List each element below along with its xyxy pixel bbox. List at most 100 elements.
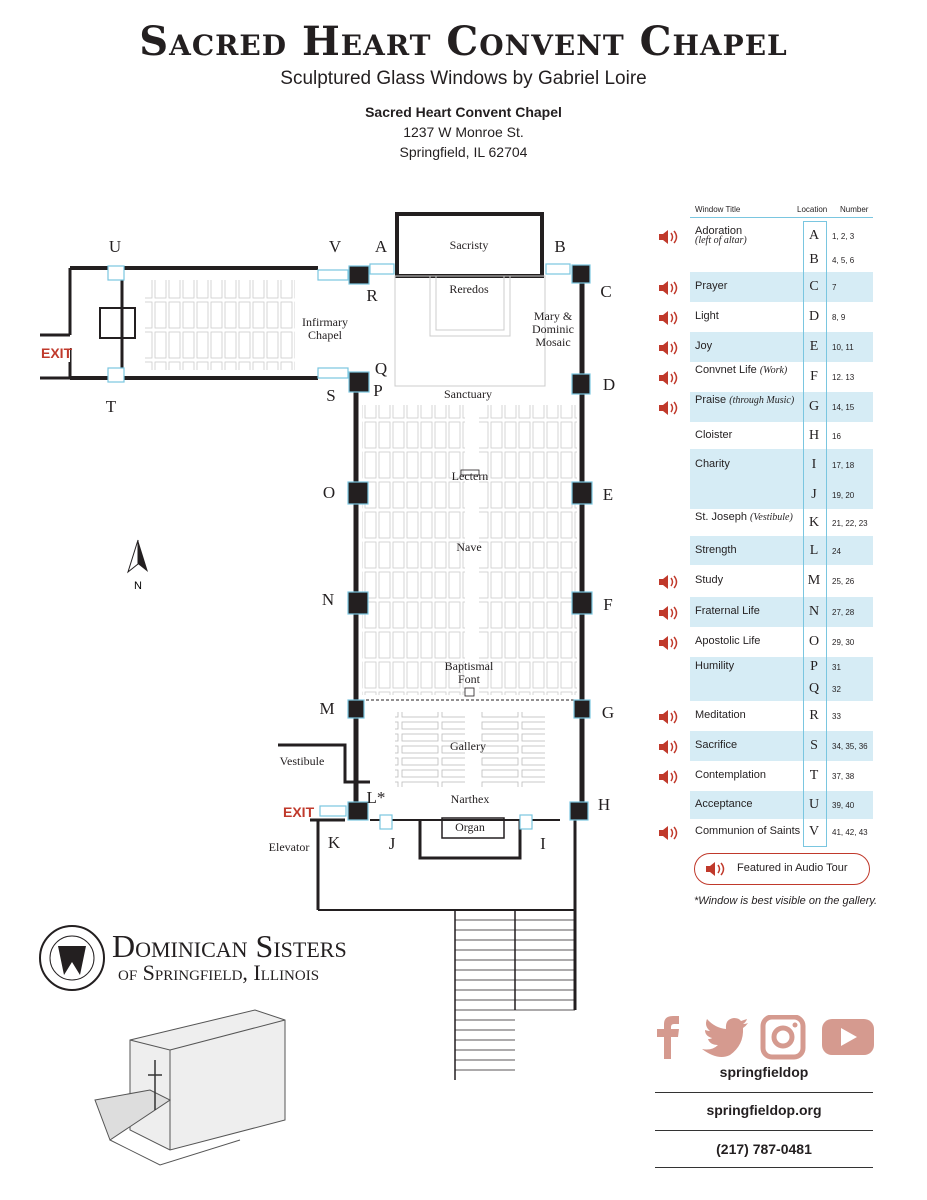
- window-location: R: [809, 708, 819, 723]
- window-number: 37, 38: [832, 772, 855, 781]
- exit-sign-south: EXIT: [283, 804, 315, 820]
- dominican-seal-icon: [39, 925, 105, 991]
- address-street: 1237 W Monroe St.: [403, 124, 524, 140]
- speaker-icon[interactable]: [658, 739, 680, 755]
- window-f: [571, 591, 593, 615]
- window-title: Sacrifice: [695, 739, 738, 751]
- window-i: [519, 814, 533, 830]
- window-location: B: [809, 252, 819, 267]
- speaker-icon[interactable]: [658, 400, 680, 416]
- label-font-1: Baptismal: [445, 659, 494, 673]
- window-number: 12. 13: [832, 373, 855, 382]
- window-title: Apostolic Life: [695, 635, 761, 647]
- facebook-icon[interactable]: [657, 1016, 679, 1059]
- window-location: E: [809, 339, 819, 354]
- window-number: 29, 30: [832, 638, 855, 647]
- window-number: 21, 22, 23: [832, 518, 868, 528]
- wl-n: N: [322, 590, 334, 609]
- wl-r: R: [366, 286, 378, 305]
- instagram-icon[interactable]: [760, 1015, 806, 1060]
- org-name-line1: Dominican Sisters: [112, 928, 347, 964]
- speaker-icon[interactable]: [658, 769, 680, 785]
- window-title: Meditation: [695, 709, 746, 721]
- window-number: 34, 35, 36: [832, 742, 868, 751]
- website-link[interactable]: springfieldop.org: [706, 1102, 822, 1118]
- window-title: Light: [695, 310, 719, 322]
- label-reredos: Reredos: [449, 282, 489, 296]
- window-v: [317, 269, 349, 281]
- speaker-icon[interactable]: [658, 310, 680, 326]
- label-mosaic-3: Mosaic: [535, 335, 570, 349]
- window-location: L: [809, 542, 819, 558]
- youtube-icon[interactable]: [822, 1019, 874, 1055]
- speaker-icon[interactable]: [658, 229, 680, 245]
- window-g: [573, 699, 591, 719]
- window-title: Prayer: [695, 280, 728, 292]
- label-narthex: Narthex: [451, 792, 490, 806]
- window-title: Strength: [695, 543, 737, 556]
- twitter-icon[interactable]: [702, 1018, 748, 1057]
- org-name-line2: of Springfield, Illinois: [118, 960, 320, 985]
- floor-plan: EXIT EXIT Sacristy Reredos Mary & Domini…: [39, 212, 615, 1166]
- label-organ: Organ: [455, 820, 485, 834]
- audio-tour-badge: Featured in Audio Tour: [694, 853, 870, 885]
- window-location: J: [811, 486, 817, 502]
- window-location: O: [808, 634, 820, 649]
- window-number: 16: [832, 431, 841, 441]
- speaker-icon[interactable]: [658, 825, 680, 841]
- window-s: [317, 367, 349, 379]
- window-location: V: [808, 824, 820, 839]
- window-location: I: [811, 456, 817, 472]
- footnote: *Window is best visible on the gallery.: [694, 895, 877, 907]
- north-arrow-icon: N: [127, 539, 148, 592]
- window-title: St. Joseph (Vestibule): [695, 511, 793, 523]
- exit-sign-west: EXIT: [41, 345, 73, 361]
- window-location: H: [808, 427, 820, 443]
- window-b: [545, 263, 571, 275]
- speaker-icon[interactable]: [658, 605, 680, 621]
- speaker-icon[interactable]: [658, 574, 680, 590]
- window-location: A: [808, 227, 820, 243]
- window-h: [569, 801, 589, 821]
- wl-m: M: [319, 699, 334, 718]
- window-n: [347, 591, 369, 615]
- window-title: Communion of Saints: [695, 825, 801, 837]
- speaker-icon[interactable]: [658, 280, 680, 296]
- label-elevator: Elevator: [269, 840, 310, 854]
- window-number: 17, 18: [832, 460, 855, 470]
- window-title: Humility: [695, 660, 735, 672]
- label-sacristy: Sacristy: [450, 238, 489, 252]
- label-infirmary-2: Chapel: [308, 328, 343, 342]
- speaker-icon[interactable]: [658, 709, 680, 725]
- window-location: K: [808, 514, 820, 530]
- wl-o: O: [323, 483, 335, 502]
- window-title: Praise (through Music): [695, 394, 795, 406]
- window-k: [319, 805, 347, 817]
- window-title: Study: [695, 574, 724, 586]
- phone-number[interactable]: (217) 787-0481: [716, 1141, 812, 1157]
- window-location: D: [808, 309, 820, 324]
- page-title: Sacred Heart Convent Chapel: [139, 18, 788, 65]
- label-mosaic-2: Dominic: [532, 322, 574, 336]
- speaker-icon[interactable]: [658, 635, 680, 651]
- wl-j: J: [389, 834, 396, 853]
- speaker-icon[interactable]: [658, 370, 680, 386]
- address-name: Sacred Heart Convent Chapel: [365, 104, 562, 120]
- social-handle[interactable]: springfieldop: [719, 1064, 809, 1080]
- window-u: [107, 265, 125, 281]
- window-title: Contemplation: [695, 769, 766, 781]
- wl-i: I: [540, 834, 546, 853]
- speaker-icon[interactable]: [658, 340, 680, 356]
- window-title: Adoration (left of altar): [695, 225, 747, 246]
- label-vestibule: Vestibule: [280, 754, 325, 768]
- window-location: P: [810, 659, 818, 674]
- window-title: Convnet Life (Work): [695, 364, 788, 376]
